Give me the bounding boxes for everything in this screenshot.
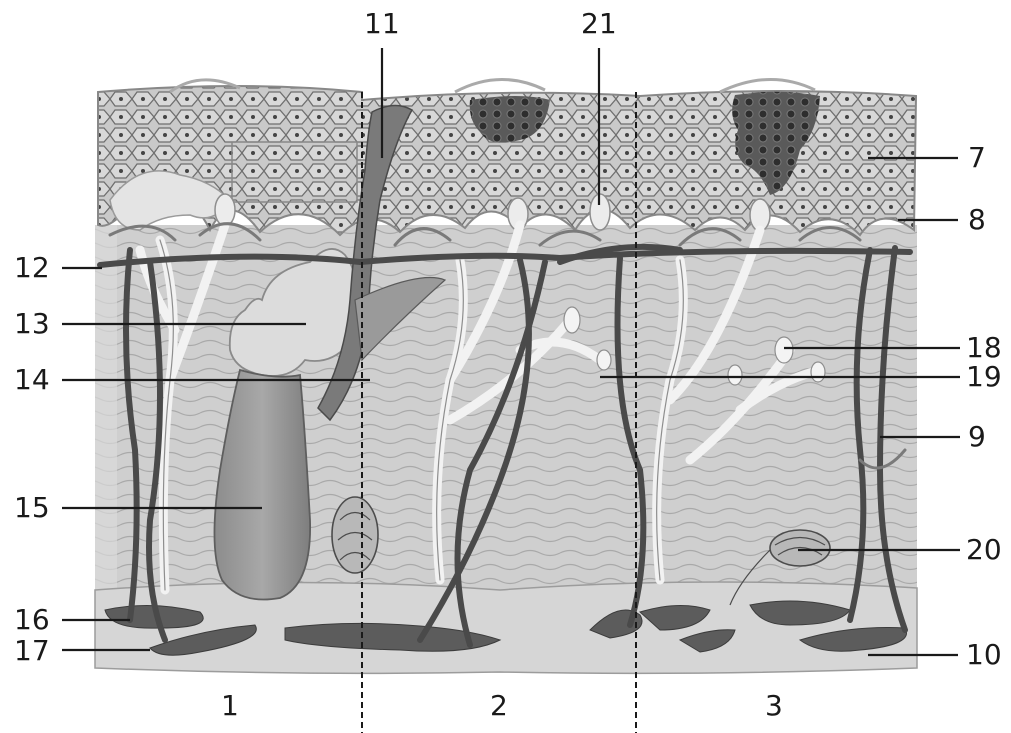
callout-21: 21 xyxy=(581,10,617,38)
callout-9: 9 xyxy=(968,423,986,451)
callout-16: 16 xyxy=(14,606,50,634)
section-label-1: 1 xyxy=(221,692,239,720)
dermis-layer xyxy=(95,225,917,645)
callout-17: 17 xyxy=(14,637,50,665)
callout-8: 8 xyxy=(968,206,986,234)
hypodermis-layer xyxy=(95,582,917,673)
callout-11: 11 xyxy=(364,10,400,38)
callout-18: 18 xyxy=(966,334,1002,362)
callout-13: 13 xyxy=(14,310,50,338)
callout-20: 20 xyxy=(966,536,1002,564)
section-label-3: 3 xyxy=(765,692,783,720)
callout-10: 10 xyxy=(966,641,1002,669)
callout-19: 19 xyxy=(966,363,1002,391)
section-label-2: 2 xyxy=(490,692,508,720)
callout-14: 14 xyxy=(14,366,50,394)
callout-15: 15 xyxy=(14,494,50,522)
callout-12: 12 xyxy=(14,254,50,282)
callout-7: 7 xyxy=(968,144,986,172)
